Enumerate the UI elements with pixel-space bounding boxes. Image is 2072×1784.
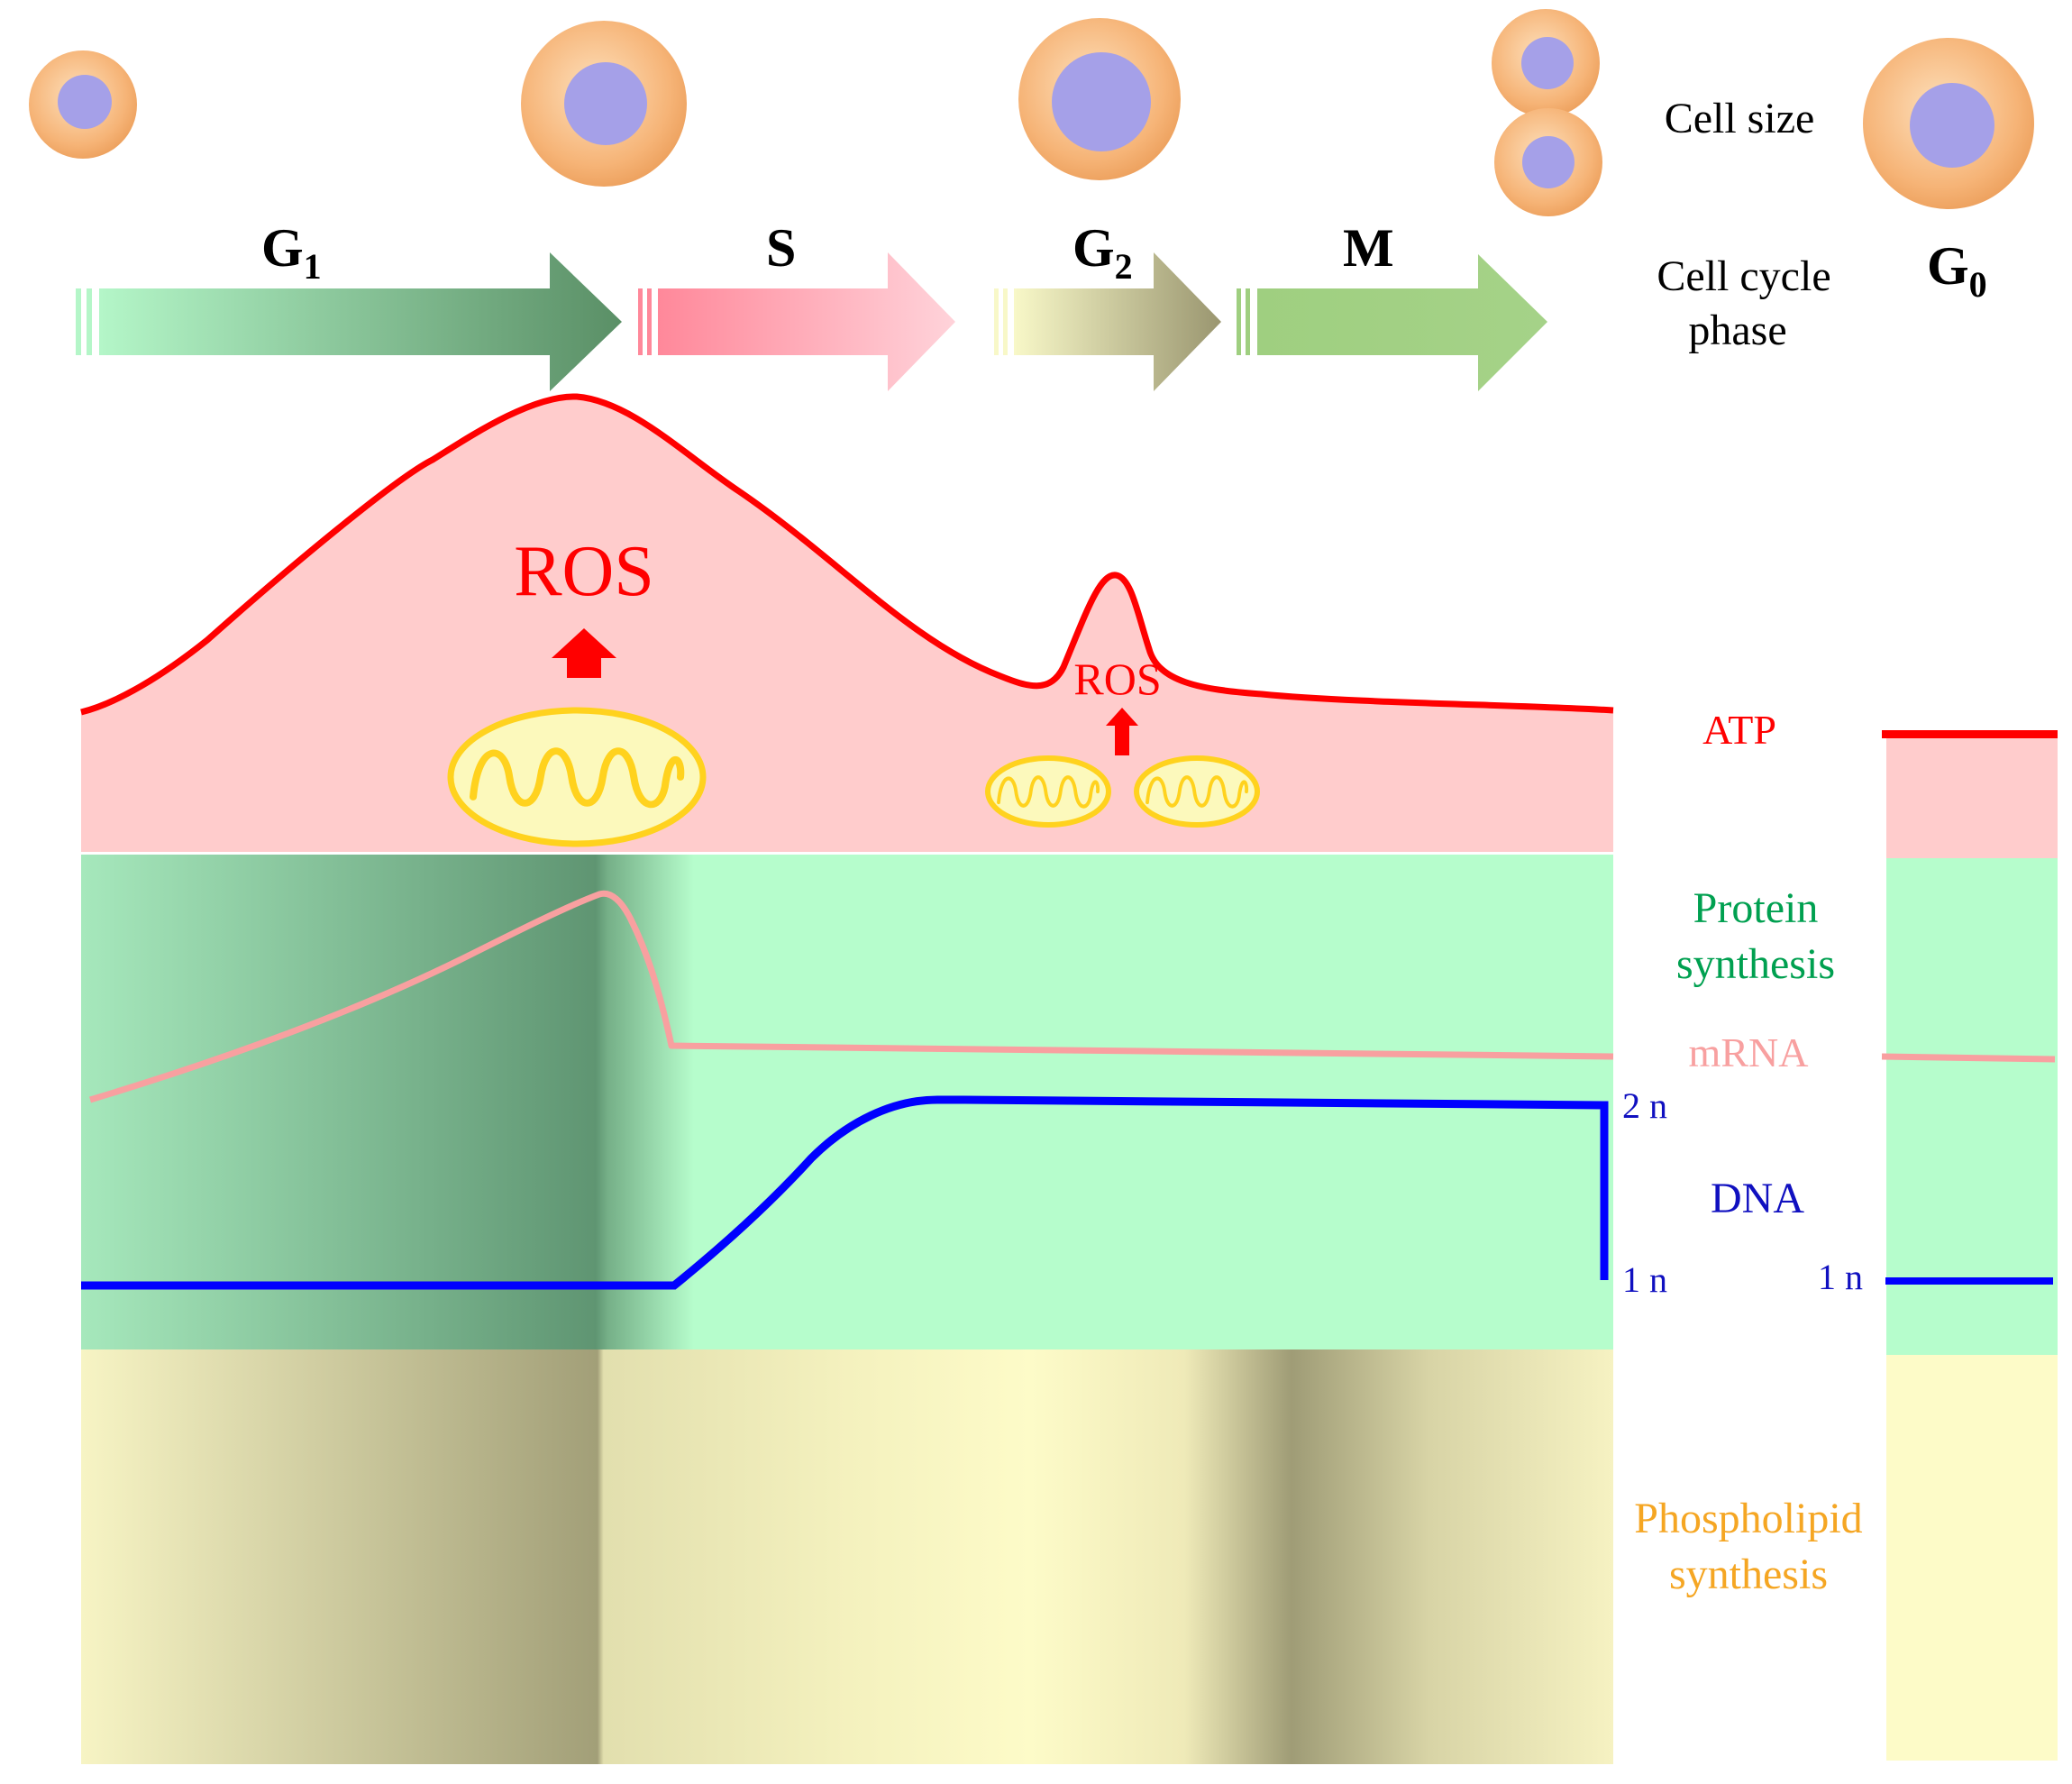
cell-icon-g1-start — [29, 50, 137, 159]
mitochondrion-small-right — [1134, 755, 1260, 828]
label-protein-line2: synthesis — [1676, 940, 1835, 988]
label-cell-size: Cell size — [1665, 95, 1815, 142]
cell-icon-g0 — [1863, 38, 2034, 209]
g0-atp-band — [1886, 735, 2058, 858]
dna-curve — [81, 1095, 1609, 1290]
mitochondrion-small-left — [985, 755, 1111, 828]
cell-icon-dividing-bottom — [1494, 108, 1602, 216]
arrow-g1 — [76, 252, 622, 391]
ros-arrow-large — [552, 628, 616, 678]
ros-label-small: ROS — [1073, 654, 1161, 704]
label-mrna: mRNA — [1689, 1029, 1809, 1075]
label-atp: ATP — [1702, 707, 1776, 753]
label-phospholipid-line2: synthesis — [1669, 1551, 1828, 1598]
label-2n: 2 n — [1622, 1085, 1667, 1126]
label-phospholipid-line1: Phospholipid — [1634, 1495, 1862, 1542]
g0-atp-line — [1882, 730, 2058, 738]
phospholipid-band — [81, 1349, 1613, 1764]
label-cell-cycle-phase-line2: phase — [1688, 306, 1786, 354]
bands — [80, 393, 2058, 1764]
phase-label-m: M — [1343, 218, 1394, 278]
mitochondrion-large — [447, 707, 707, 847]
label-dna: DNA — [1711, 1175, 1804, 1222]
phase-label-g0: G0 — [1927, 236, 1987, 305]
ros-arrow-small — [1106, 708, 1138, 755]
arrow-g2 — [994, 252, 1221, 391]
cell-icon-g2 — [1018, 18, 1181, 180]
label-1n: 1 n — [1622, 1259, 1667, 1300]
phase-label-g2: G2 — [1073, 218, 1133, 287]
cell-icon-dividing-top — [1492, 9, 1600, 117]
g0-protein-band — [1886, 858, 2058, 1355]
mrna-curve — [88, 890, 1614, 1103]
label-1n-g0: 1 n — [1818, 1257, 1863, 1297]
label-protein-line1: Protein — [1693, 884, 1819, 932]
cell-icon-g1-end — [521, 21, 687, 187]
atp-curve — [80, 393, 1614, 716]
g0-phospholipid-band — [1886, 1355, 2058, 1761]
g0-mrna-line — [1881, 1053, 2056, 1063]
phase-arrows — [76, 252, 1547, 391]
label-cell-cycle-phase-line1: Cell cycle — [1657, 252, 1830, 300]
arrow-s — [638, 252, 955, 391]
atp-area — [81, 396, 1613, 852]
phase-label-s: S — [766, 218, 796, 278]
arrow-m — [1237, 254, 1547, 391]
ros-label-large: ROS — [514, 532, 654, 611]
cell-size-row — [29, 9, 2034, 216]
phase-label-g1: G1 — [261, 218, 322, 287]
